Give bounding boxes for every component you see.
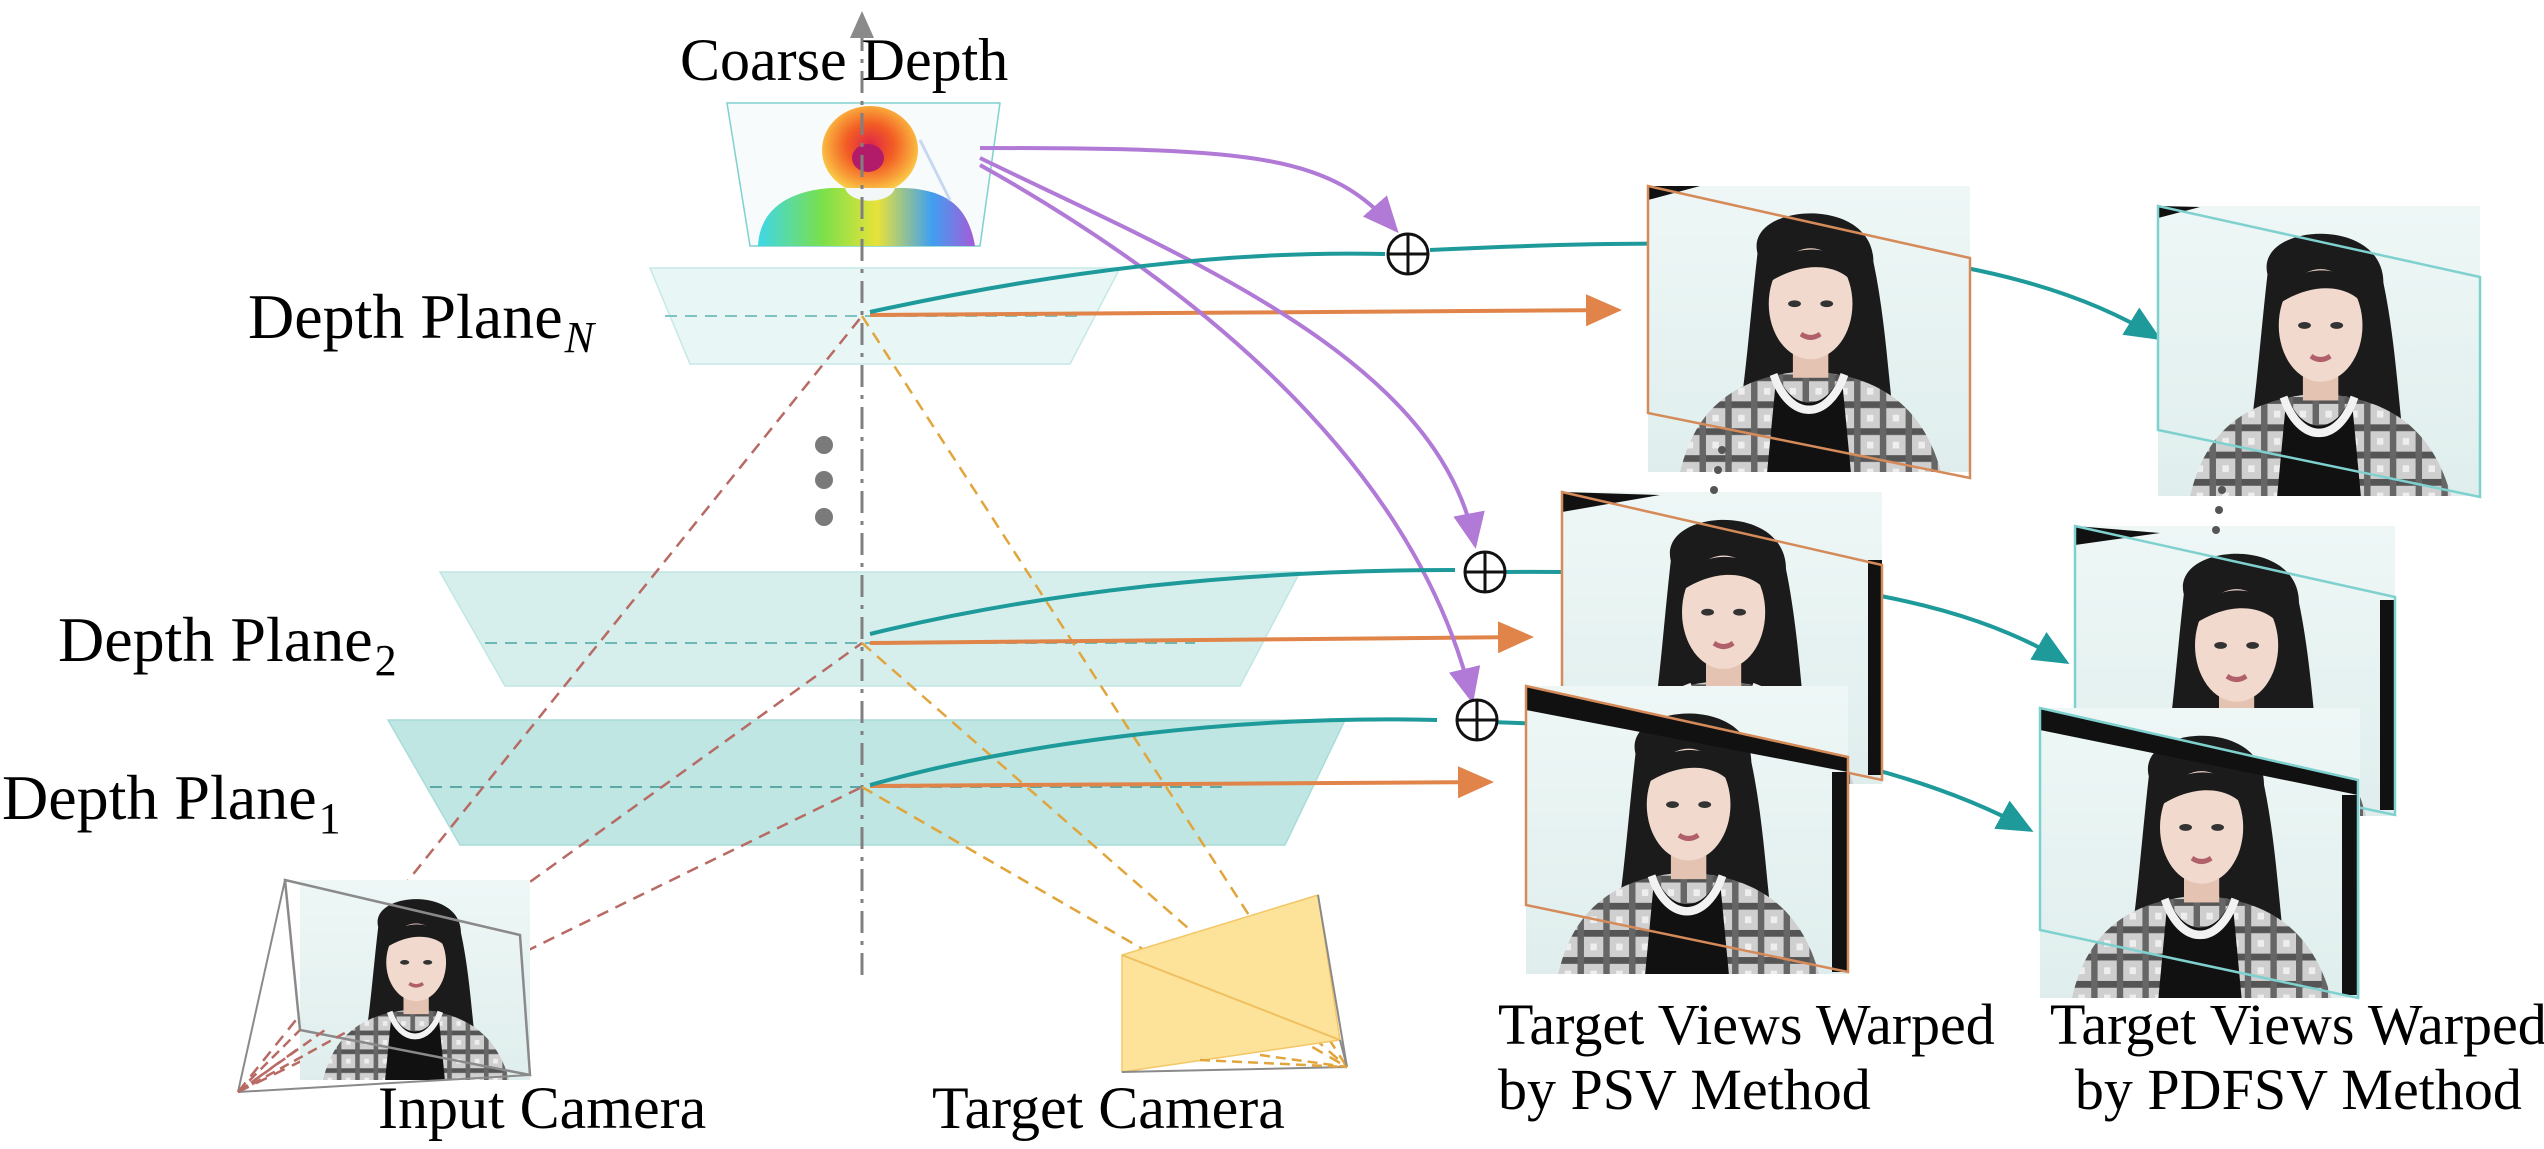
depth-plane-n-text: Depth Plane (248, 281, 563, 352)
pdfsv-view-2 (2073, 524, 2397, 817)
depth-plane-2-label: Depth Plane2 (58, 608, 397, 683)
combine-node-n (1386, 232, 1430, 276)
depth-plane-2 (438, 571, 1302, 687)
pdfsv-caption-line1: Target Views Warped (2050, 992, 2544, 1057)
psv-caption-line1: Target Views Warped (1498, 992, 1995, 1057)
combine-node-1 (1455, 698, 1499, 742)
depth-plane-1-subscript: 1 (318, 794, 341, 843)
psv-view-2 (1560, 490, 1884, 784)
depth-plane-2-subscript: 2 (374, 636, 397, 685)
ellipsis-dots (815, 436, 833, 526)
pdfsv-view-1 (2038, 706, 2360, 1000)
depth-plane-n-label: Depth PlaneN (248, 285, 594, 360)
target-camera-label: Target Camera (932, 1075, 1285, 1141)
depth-plane-1-text: Depth Plane (2, 762, 317, 833)
pdfsv-stack-dots (2212, 486, 2226, 534)
pdfsv-caption: Target Views Warped by PDFSV Method (2050, 992, 2544, 1123)
psv-caption-line2: by PSV Method (1498, 1056, 1871, 1122)
target-camera (1121, 894, 1348, 1073)
coarse-depth-label: Coarse Depth (680, 27, 1009, 93)
depth-plane-2-text: Depth Plane (58, 604, 373, 675)
input-camera-label: Input Camera (378, 1075, 707, 1141)
depth-plane-n-subscript: N (564, 313, 594, 362)
combine-node-2 (1463, 550, 1507, 594)
pdfsv-caption-line2: by PDFSV Method (2074, 1056, 2522, 1122)
depth-plane-1 (386, 719, 1347, 846)
psv-view-1 (1524, 684, 1850, 974)
pdfsv-view-n (2156, 204, 2482, 499)
depth-plane-1-label: Depth Plane1 (2, 766, 341, 841)
psv-arrows (869, 294, 1622, 799)
input-camera (237, 878, 532, 1094)
psv-view-n (1646, 184, 1972, 480)
psv-caption: Target Views Warped by PSV Method (1498, 992, 1995, 1123)
coarse-depth-arrows (979, 146, 1485, 704)
psv-stack-dots (1710, 446, 1726, 494)
